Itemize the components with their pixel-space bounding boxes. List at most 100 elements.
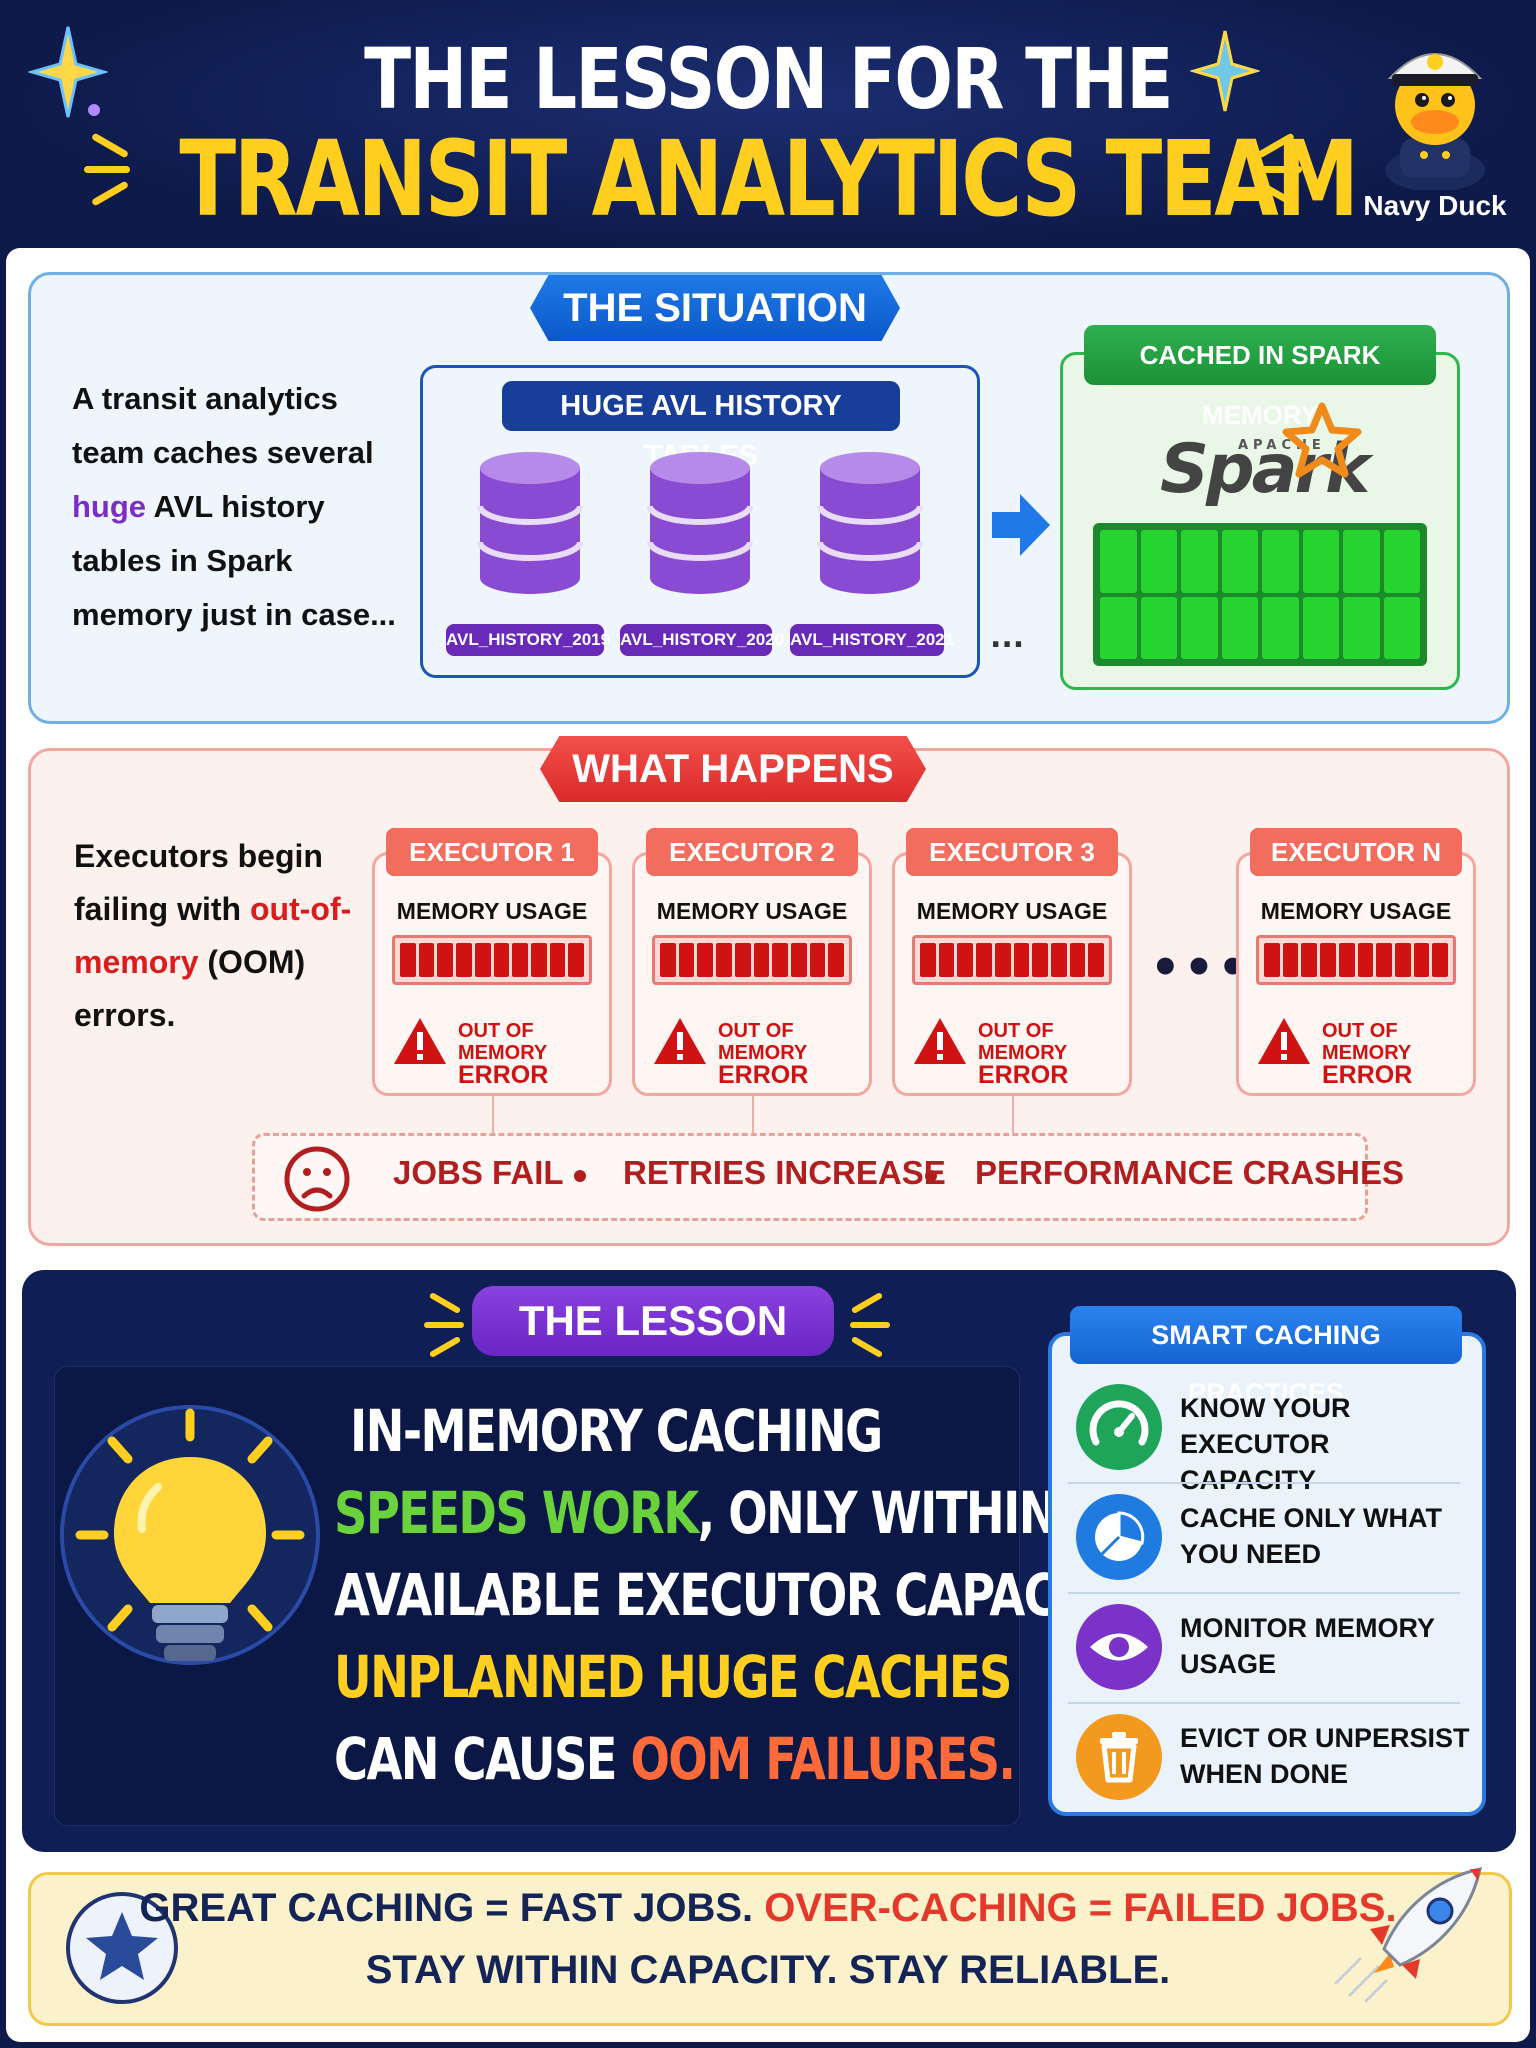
practice-item: CACHE ONLY WHAT YOU NEED xyxy=(1068,1484,1468,1592)
oom-error-line2: ERROR xyxy=(718,1061,809,1089)
table-label: AVL_HISTORY_2019 xyxy=(446,624,610,656)
executor-title: EXECUTOR 2 xyxy=(646,828,858,876)
practice-icon-bg xyxy=(1076,1494,1162,1580)
result-performance-crashes: PERFORMANCE CRASHES xyxy=(975,1154,1405,1191)
memory-usage-label: MEMORY USAGE xyxy=(916,898,1108,924)
practice-icon-bg xyxy=(1076,1384,1162,1470)
executor-title: EXECUTOR N xyxy=(1250,828,1462,876)
situation-text-highlight: huge xyxy=(72,489,147,524)
footer-line-1: GREAT CACHING = FAST JOBS. OVER-CACHING … xyxy=(0,1886,1536,1931)
practice-label: CACHE ONLY WHAT YOU NEED xyxy=(1180,1503,1443,1569)
what-happens-text-part: Executors begin failing with xyxy=(74,838,323,927)
lesson-text: IN-MEMORY CACHING SPEEDS WORK, ONLY WITH… xyxy=(334,1390,1148,1800)
bullet xyxy=(925,1170,937,1182)
rays-right-icon xyxy=(842,1290,902,1360)
more-executors: ••• xyxy=(1150,940,1252,996)
star-badge-icon xyxy=(66,1892,178,2004)
lightbulb-icon xyxy=(60,1405,320,1665)
spark-star-icon xyxy=(1282,402,1362,478)
oom-error-line1: OUT OF MEMORY xyxy=(1322,1020,1412,1064)
lesson-line1-text: IN-MEMORY CACHING xyxy=(350,1397,883,1465)
practices-title: SMART CACHING PRACTICES xyxy=(1070,1306,1462,1408)
oom-error-line2: ERROR xyxy=(1322,1061,1413,1089)
oom-error-line1: OUT OF MEMORY xyxy=(978,1020,1068,1064)
tables-title: HUGE AVL HISTORY TABLES xyxy=(502,381,900,472)
warning-icon xyxy=(914,1018,966,1064)
practice-item: EVICT OR UNPERSIST WHEN DONE xyxy=(1068,1704,1470,1812)
lesson-line-2: SPEEDS WORK, ONLY WITHIN xyxy=(334,1472,1058,1554)
more-tables: ... xyxy=(990,620,1025,655)
table-label: AVL_HISTORY_2021 xyxy=(790,624,954,656)
lesson-unplanned-caches: UNPLANNED HUGE CACHES xyxy=(334,1643,1012,1711)
lesson-line-3: AVAILABLE EXECUTOR CAPACITY; xyxy=(334,1554,1148,1636)
footer-bad-text: OVER-CACHING = FAILED JOBS. xyxy=(764,1886,1397,1930)
mascot-name: Navy Duck xyxy=(1363,190,1507,221)
lesson-speeds-work: SPEEDS WORK xyxy=(334,1479,699,1547)
practice-icon-bg xyxy=(1076,1604,1162,1690)
what-happens-text-part: (OOM) errors. xyxy=(74,944,306,1033)
warning-icon xyxy=(394,1018,446,1064)
eye-icon xyxy=(1090,1633,1148,1661)
what-happens-text: Executors begin failing with out-of-memo… xyxy=(74,830,374,1042)
memory-bar xyxy=(652,935,852,985)
oom-error-line1: OUT OF MEMORY xyxy=(718,1020,808,1064)
situation-text-part: A transit analytics team caches several xyxy=(72,381,374,470)
memory-bar xyxy=(392,935,592,985)
what-happens-text-highlight: out-of-memory xyxy=(74,891,352,980)
footer-line-2: STAY WITHIN CAPACITY. STAY RELIABLE. xyxy=(365,1948,1171,1992)
sparkle-icon xyxy=(28,26,108,118)
situation-title: THE SITUATION xyxy=(530,275,900,341)
table-label: AVL_HISTORY_2020 xyxy=(620,624,784,656)
executor-title: EXECUTOR 1 xyxy=(386,828,598,876)
sparkle-icon xyxy=(1190,30,1260,112)
lesson-line2-rest: , ONLY WITHIN xyxy=(697,1479,1058,1547)
situation-text: A transit analytics team caches several … xyxy=(72,372,412,642)
cache-title: CACHED IN SPARK MEMORY xyxy=(1084,325,1436,430)
lesson-can-cause: CAN CAUSE xyxy=(334,1725,631,1793)
warning-icon xyxy=(1258,1018,1310,1064)
memory-bar xyxy=(1256,935,1456,985)
result-jobs-fail: JOBS FAIL xyxy=(393,1154,564,1191)
lesson-line-1: IN-MEMORY CACHING xyxy=(334,1390,886,1472)
result-bar xyxy=(252,1133,1368,1221)
arrow-right-icon xyxy=(992,494,1050,556)
lesson-line-5: CAN CAUSE OOM FAILURES. xyxy=(334,1718,1016,1800)
situation-text-part: AVL history tables in Spark memory just … xyxy=(72,489,396,632)
rays-left-icon xyxy=(420,1290,480,1360)
mascot: Navy Duck xyxy=(1360,20,1510,230)
database-icon xyxy=(647,452,753,594)
title-line-2: TRANSIT ANALYTICS TEAM xyxy=(179,118,1359,240)
practice-item: MONITOR MEMORY USAGE xyxy=(1068,1594,1468,1702)
duck-captain-icon xyxy=(1385,53,1485,192)
bullet xyxy=(574,1170,586,1182)
practice-label: KNOW YOUR EXECUTOR CAPACITY xyxy=(1180,1393,1351,1495)
result-retries-increase: RETRIES INCREASE xyxy=(623,1154,946,1191)
footer-good-text: GREAT CACHING = FAST JOBS. xyxy=(139,1886,765,1930)
what-happens-title: WHAT HAPPENS xyxy=(540,736,926,802)
warning-icon xyxy=(654,1018,706,1064)
oom-error-line2: ERROR xyxy=(458,1061,549,1089)
lesson-title: THE LESSON xyxy=(472,1286,834,1356)
lesson-oom-failures: OOM FAILURES. xyxy=(630,1725,1016,1793)
divider xyxy=(1068,1482,1460,1484)
practice-item: KNOW YOUR EXECUTOR CAPACITY xyxy=(1068,1374,1468,1495)
lesson-line-4: UNPLANNED HUGE CACHES xyxy=(334,1636,1012,1718)
memory-usage-label: MEMORY USAGE xyxy=(396,898,588,924)
divider xyxy=(1068,1592,1460,1594)
memory-usage-label: MEMORY USAGE xyxy=(1260,898,1452,924)
rays-right-icon xyxy=(1246,130,1306,210)
divider xyxy=(1068,1702,1460,1704)
memory-grid xyxy=(1093,523,1427,666)
footer xyxy=(28,1872,1512,2026)
practice-icon-bg xyxy=(1076,1714,1162,1800)
practice-label: MONITOR MEMORY USAGE xyxy=(1180,1613,1435,1679)
trash-icon xyxy=(1100,1732,1138,1783)
rays-left-icon xyxy=(80,130,140,210)
rocket-icon xyxy=(1334,1867,1482,2003)
sad-face-icon xyxy=(284,1146,350,1212)
oom-error-line2: ERROR xyxy=(978,1061,1069,1089)
